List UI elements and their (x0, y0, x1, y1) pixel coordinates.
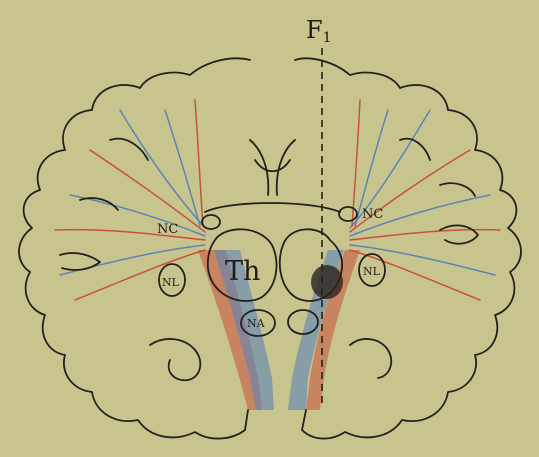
label-nc-left: NC (157, 222, 178, 237)
midline-fold (255, 160, 290, 171)
label-nl-right: NL (363, 265, 381, 278)
right-sulcus-1 (440, 225, 478, 243)
right-sulcus-4 (440, 183, 475, 196)
label-f1: F1 (306, 16, 332, 46)
right-hemisphere-outline (295, 58, 521, 438)
left-sulcus-2 (150, 339, 200, 380)
right-sulcus-2 (350, 339, 391, 378)
left-sulcus-1 (60, 253, 100, 270)
corpus-callosum (205, 203, 340, 212)
nucleus-caudatus-right (339, 207, 357, 221)
nucleus-caudatus-left (202, 215, 220, 229)
left-sulcus-4 (80, 198, 118, 210)
label-nc-right: NC (362, 207, 383, 222)
label-nl-left: NL (162, 276, 180, 289)
left-sulcus-3 (110, 139, 148, 160)
right-sulcus-3 (400, 139, 430, 160)
lesion-hatched-area (311, 265, 343, 299)
label-th: Th (225, 256, 260, 287)
ventricle-outline (250, 140, 295, 195)
label-na: NA (247, 317, 266, 330)
left-hemisphere-outline (19, 58, 250, 438)
